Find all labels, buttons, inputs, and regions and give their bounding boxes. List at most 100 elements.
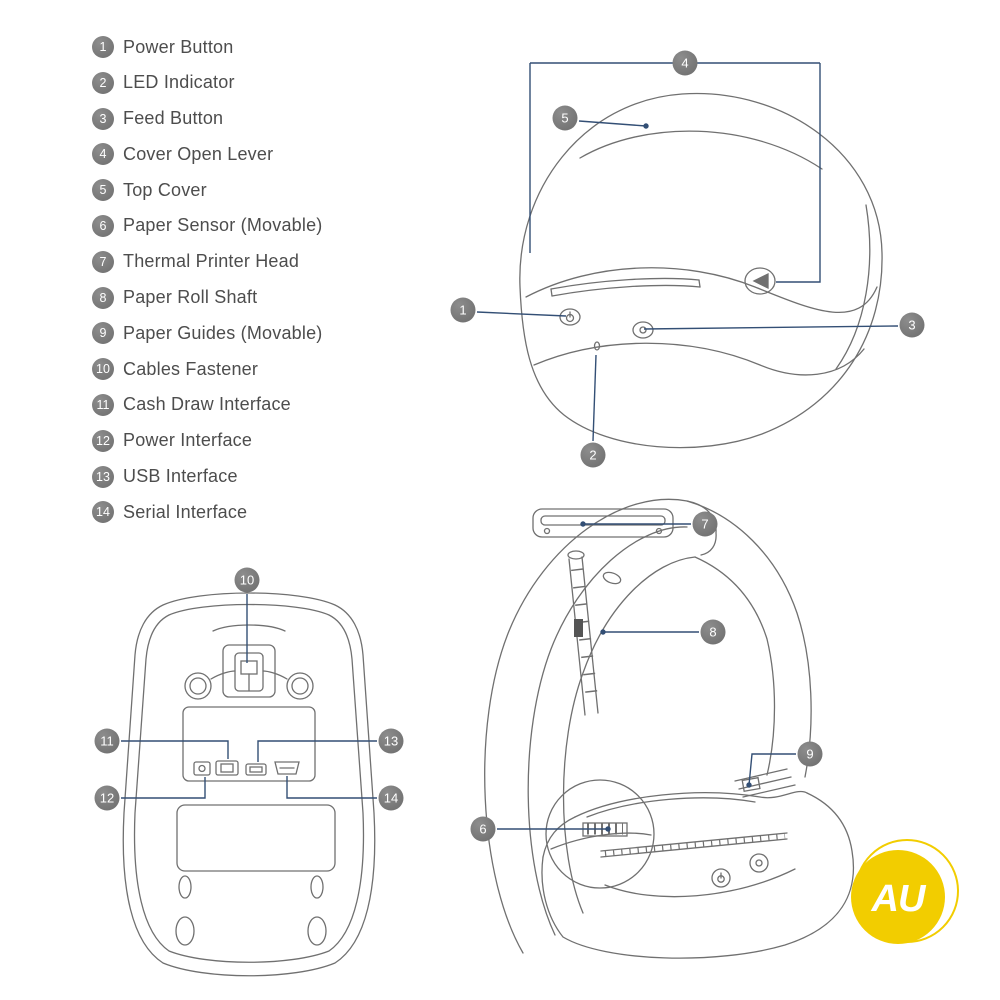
leader-dot xyxy=(605,826,611,832)
part-label: Cables Fastener xyxy=(123,358,259,379)
part-number-badge: 13 xyxy=(92,465,114,488)
open-printer-view: 7 8 9 6 xyxy=(455,485,875,975)
paper-roll-shaft-drawing xyxy=(567,550,599,716)
leader-usb-interface xyxy=(257,740,377,762)
brand-logo: AU xyxy=(841,835,961,959)
part-label: USB Interface xyxy=(123,466,238,487)
paper-sensor-drawing xyxy=(545,779,655,889)
bottom-outline-inner xyxy=(133,603,365,963)
leader-dot xyxy=(580,521,586,527)
callout-5-top-cover: 5 xyxy=(552,105,578,131)
legend-item-cover-open-lever: 4 Cover Open Lever xyxy=(92,143,323,166)
part-label: Thermal Printer Head xyxy=(123,251,300,272)
logo-text: AU xyxy=(871,878,927,920)
logo-disc xyxy=(851,850,945,944)
part-label: Cash Draw Interface xyxy=(123,394,291,415)
part-number-badge: 3 xyxy=(92,107,114,130)
leader-top-cover xyxy=(578,120,647,127)
printer-silhouette xyxy=(519,92,883,449)
leader-dot xyxy=(600,629,606,635)
thermal-printer-head-drawing xyxy=(532,508,674,538)
legend-item-thermal-printer-head: 7 Thermal Printer Head xyxy=(92,250,323,273)
power-button-drawing xyxy=(711,868,731,888)
part-number-badge: 5 xyxy=(92,179,114,202)
cash-draw-interface-port xyxy=(215,760,239,776)
part-number-badge: 12 xyxy=(92,429,114,452)
parts-legend: 1 Power Button 2 LED Indicator 3 Feed Bu… xyxy=(92,36,323,524)
legend-item-paper-roll-shaft: 8 Paper Roll Shaft xyxy=(92,286,323,309)
leader-dot xyxy=(746,782,752,788)
part-label: Paper Sensor (Movable) xyxy=(123,215,323,236)
usb-interface-port xyxy=(245,763,267,776)
paper-exit-slot xyxy=(550,277,700,290)
bottom-view-leader-lines xyxy=(121,594,377,799)
legend-item-serial-interface: 14 Serial Interface xyxy=(92,501,323,524)
label-recess xyxy=(176,804,336,872)
power-interface-port xyxy=(193,761,211,776)
closed-printer-illustration xyxy=(476,62,899,449)
open-printer-art xyxy=(484,498,855,959)
cover-open-lever-drawing xyxy=(744,267,776,295)
top-cover-highlight-line xyxy=(579,130,823,170)
callout-8-paper-roll-shaft: 8 xyxy=(700,619,726,645)
front-panel-arc xyxy=(604,868,796,898)
bottom-view-illustration xyxy=(121,592,377,977)
legend-item-feed-button: 3 Feed Button xyxy=(92,107,323,130)
open-view-illustration xyxy=(484,498,855,959)
callout-7-thermal-printer-head: 7 xyxy=(692,511,718,537)
front-panel-seam-line xyxy=(533,342,865,376)
leader-power-interface xyxy=(121,777,206,799)
leader-cash-draw-interface xyxy=(121,740,229,759)
callout-11-cash-draw-interface: 11 xyxy=(94,728,120,754)
part-label: Power Button xyxy=(123,36,234,57)
leader-dot xyxy=(643,123,649,129)
part-number-badge: 6 xyxy=(92,214,114,237)
callout-12-power-interface: 12 xyxy=(94,785,120,811)
cover-seam-line xyxy=(525,267,878,313)
callout-4-cover-open-lever: 4 xyxy=(672,50,698,76)
callout-10-cables-fastener: 10 xyxy=(234,567,260,593)
part-number-badge: 7 xyxy=(92,250,114,273)
right-side-line xyxy=(835,204,871,370)
legend-item-top-cover: 5 Top Cover xyxy=(92,179,323,202)
closed-printer-view: 4 5 1 3 2 xyxy=(430,35,930,475)
part-number-badge: 8 xyxy=(92,286,114,309)
open-view-leader-lines xyxy=(497,521,796,832)
leader-cover-open-lever xyxy=(776,63,821,283)
part-label: Power Interface xyxy=(123,430,253,451)
legend-item-cash-draw-interface: 11 Cash Draw Interface xyxy=(92,393,323,416)
leader-feed-button xyxy=(643,325,899,330)
part-number-badge: 11 xyxy=(92,393,114,416)
leader-serial-interface xyxy=(286,776,377,799)
part-number-badge: 14 xyxy=(92,501,114,524)
part-label: Paper Guides (Movable) xyxy=(123,322,323,343)
legend-item-paper-guides: 9 Paper Guides (Movable) xyxy=(92,322,323,345)
top-recess-arc xyxy=(212,624,286,632)
legend-item-led-indicator: 2 LED Indicator xyxy=(92,71,323,94)
power-button-drawing xyxy=(559,308,581,326)
part-label: Paper Roll Shaft xyxy=(123,287,258,308)
callout-3-feed-button: 3 xyxy=(899,312,925,338)
bottom-body-art xyxy=(122,592,376,977)
feed-button-drawing xyxy=(749,853,769,873)
tear-bar xyxy=(600,832,788,858)
part-label: Serial Interface xyxy=(123,501,248,522)
open-top-cover xyxy=(484,498,812,954)
led-indicator-drawing xyxy=(593,341,601,351)
mount-posts xyxy=(184,670,314,700)
cables-fastener-drawing xyxy=(222,644,276,698)
part-number-badge: 1 xyxy=(92,36,114,58)
leader-paper-guides xyxy=(748,753,796,786)
serial-interface-port xyxy=(274,761,300,775)
legend-item-power-interface: 12 Power Interface xyxy=(92,429,323,452)
part-label: Top Cover xyxy=(123,179,207,200)
interface-recess-panel xyxy=(182,706,316,782)
callout-14-serial-interface: 14 xyxy=(378,785,404,811)
callout-9-paper-guides: 9 xyxy=(797,741,823,767)
paper-exit-slot-ends xyxy=(550,279,701,297)
feed-button-drawing xyxy=(632,321,654,339)
legend-item-cables-fastener: 10 Cables Fastener xyxy=(92,358,323,381)
part-label: Feed Button xyxy=(123,108,224,129)
part-number-badge: 4 xyxy=(92,143,114,166)
